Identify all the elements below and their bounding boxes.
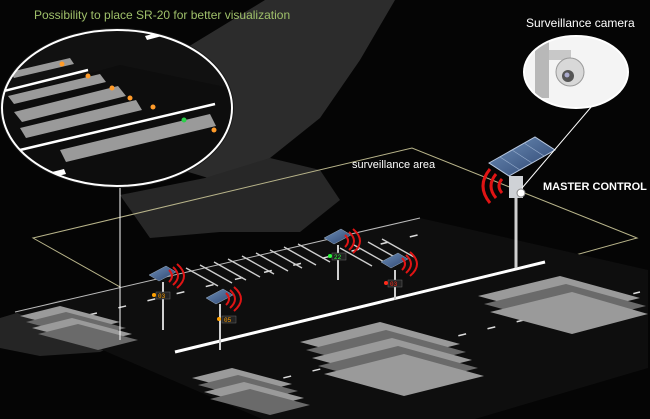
camera-leader-line: [521, 105, 593, 189]
road-center-line: [174, 260, 546, 354]
lens-parking-indicator: [85, 73, 91, 79]
master-control-label: MASTER CONTROL: [543, 181, 647, 193]
parking-block-bottom-center: [300, 322, 484, 396]
camera-wall-mount: [535, 40, 549, 98]
sensor-2-display: [221, 315, 237, 324]
lens-parking-indicator: [109, 85, 115, 91]
lens-parking-indicator: [59, 61, 65, 67]
parking-block-bottom-right: [478, 276, 648, 334]
camera-dome: [516, 188, 526, 198]
master-control-pole: [488, 136, 556, 268]
lens-rim: [1, 29, 233, 187]
parking-block-bottom-left: [192, 368, 310, 415]
sensor-1-display: [155, 291, 171, 300]
sensor-3-value: 03: [390, 281, 398, 288]
lens-parking-indicator: [181, 117, 187, 123]
sensor-pole-2: [205, 286, 242, 350]
lens-parking-indicator: [127, 95, 133, 101]
hint-label: Possibility to place SR-20 for better vi…: [34, 8, 291, 22]
master-signal-icon: [481, 168, 504, 204]
sensor-2-value: 05: [224, 317, 232, 324]
camera-callout: [523, 35, 629, 109]
sensor-pole-4: [380, 251, 418, 300]
parking-block-left: [20, 306, 138, 350]
surveillance-area-label: surveillance area: [352, 159, 436, 171]
lens-magnifier: [2, 30, 232, 186]
road-dashes-upper: [59, 231, 431, 323]
camera-title: Surveillance camera: [526, 16, 635, 30]
parking-lot: [15, 218, 648, 419]
lens-parking-indicator: [211, 127, 217, 133]
sensor-pole-3: [323, 228, 361, 280]
parking-row-back: [185, 238, 415, 287]
lens-parking-indicator: [150, 104, 156, 110]
lot-boundary: [14, 217, 421, 313]
sensor-4-display: [331, 252, 347, 261]
sensor-3-display: [387, 279, 403, 288]
sensor-1-value: 03: [158, 293, 166, 300]
sensor-pole-1: [148, 263, 185, 330]
sensor-4-value: 22: [334, 254, 342, 261]
